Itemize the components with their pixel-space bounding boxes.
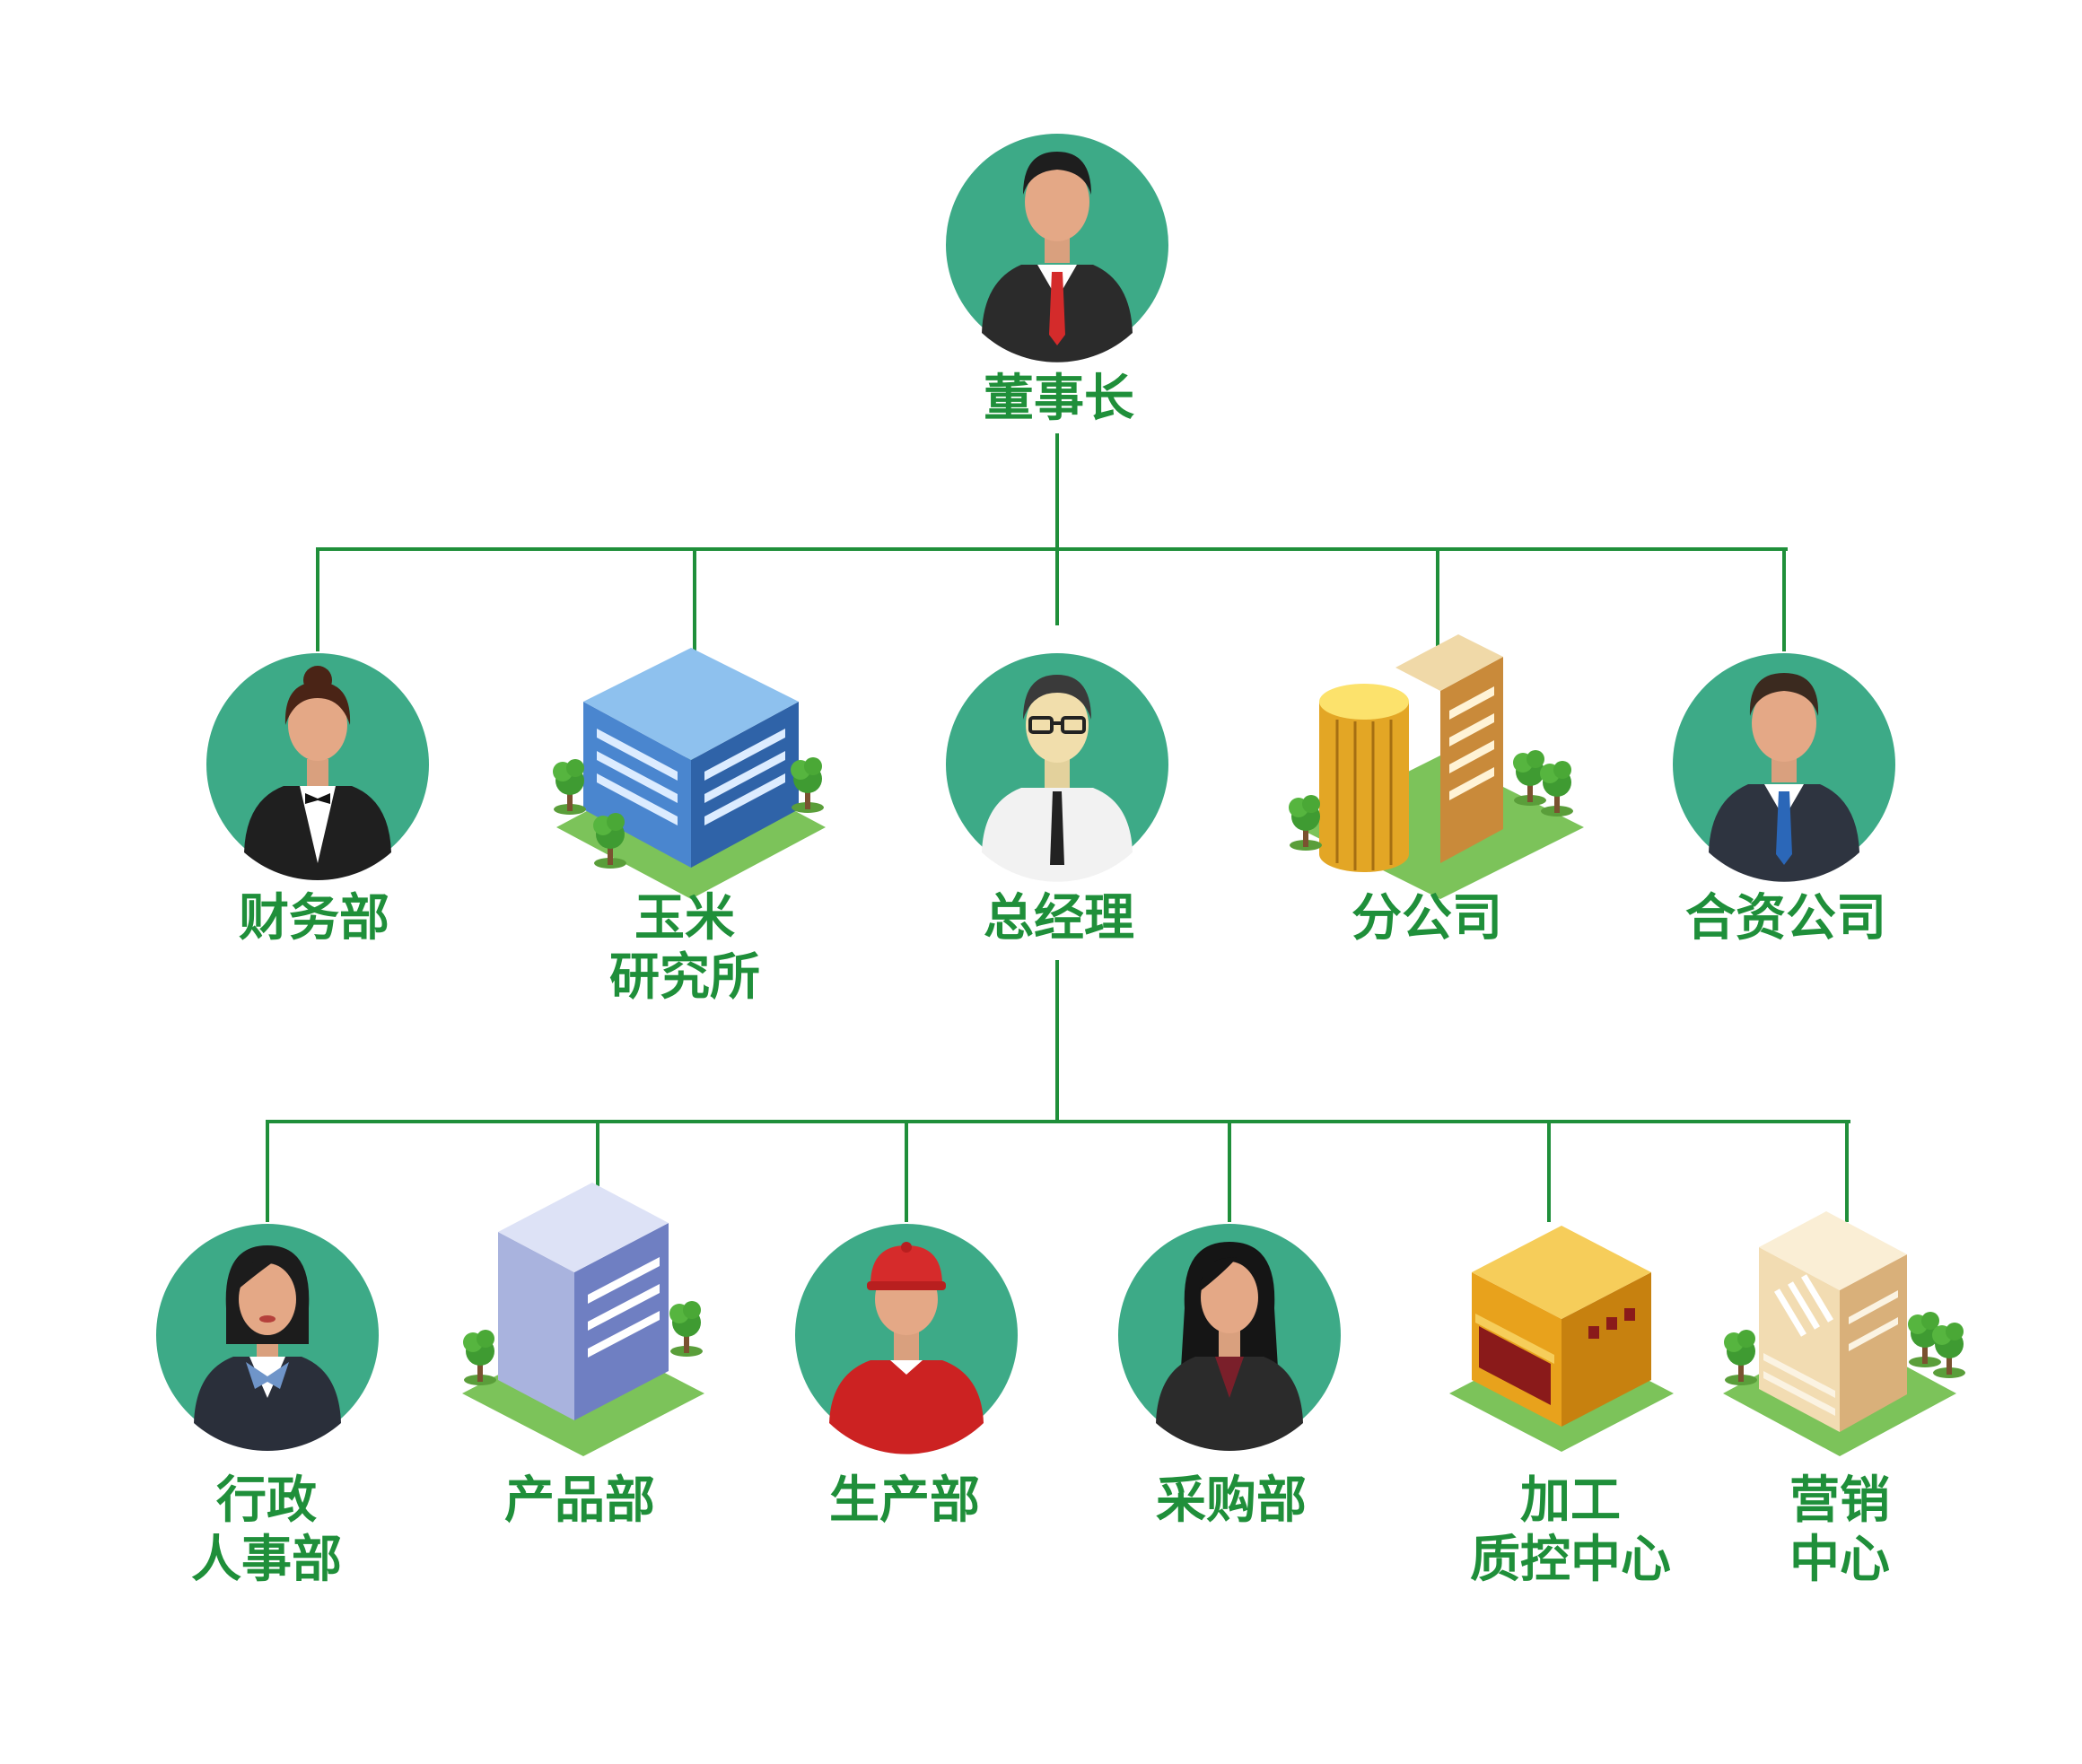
label-general-manager: 总经理 (897, 889, 1220, 948)
label-product-line1: 产品部 (504, 1471, 655, 1530)
label-general-manager-line1: 总经理 (984, 889, 1134, 947)
man-blue-tie-avatar-icon (1673, 653, 1895, 882)
label-finance: 财务部 (153, 889, 476, 948)
label-processing-qc: 加工 质控中心 (1409, 1471, 1732, 1590)
label-admin-hr: 行政 人事部 (105, 1471, 428, 1590)
woman-longhair-avatar-icon (1118, 1224, 1341, 1451)
woman-avatar-icon (206, 653, 429, 880)
chairman-avatar-icon (946, 134, 1168, 362)
label-purchasing: 采购部 (1070, 1471, 1393, 1531)
label-corn-institute-line2: 研究所 (609, 948, 760, 1007)
woman-scarf-avatar-icon (156, 1224, 379, 1451)
label-joint-venture-line1: 合资公司 (1685, 889, 1886, 947)
gold-building-icon (1289, 634, 1584, 899)
label-production-line1: 生产部 (829, 1471, 980, 1530)
label-finance-line1: 财务部 (239, 889, 389, 947)
label-product: 产品部 (418, 1471, 741, 1531)
label-processing-qc-line1: 加工 (1520, 1471, 1621, 1530)
factory-building-icon (1449, 1226, 1674, 1452)
label-purchasing-line1: 采购部 (1156, 1471, 1307, 1530)
label-corn-institute: 玉米 研究所 (523, 889, 846, 1008)
label-production: 生产部 (743, 1471, 1066, 1531)
label-chairman: 董事长 (897, 370, 1220, 429)
label-branch: 分公司 (1265, 889, 1588, 948)
beige-building-icon (1723, 1211, 1965, 1456)
label-processing-qc-line2: 质控中心 (1470, 1531, 1671, 1589)
office-building-icon (462, 1183, 704, 1456)
label-joint-venture: 合资公司 (1624, 889, 1947, 948)
man-glasses-avatar-icon (946, 653, 1168, 882)
label-marketing-line2: 中心 (1789, 1531, 1890, 1589)
label-branch-line1: 分公司 (1352, 889, 1502, 947)
label-admin-hr-line1: 行政 (216, 1471, 317, 1530)
connector-lines (266, 433, 1850, 1222)
label-chairman-line1: 董事长 (984, 370, 1134, 428)
label-marketing: 营销 中心 (1678, 1471, 2001, 1590)
label-corn-institute-line1: 玉米 (634, 889, 735, 947)
blue-building-icon (553, 648, 826, 899)
worker-cap-avatar-icon (795, 1224, 1018, 1454)
label-admin-hr-line2: 人事部 (191, 1531, 342, 1589)
label-marketing-line1: 营销 (1789, 1471, 1890, 1530)
